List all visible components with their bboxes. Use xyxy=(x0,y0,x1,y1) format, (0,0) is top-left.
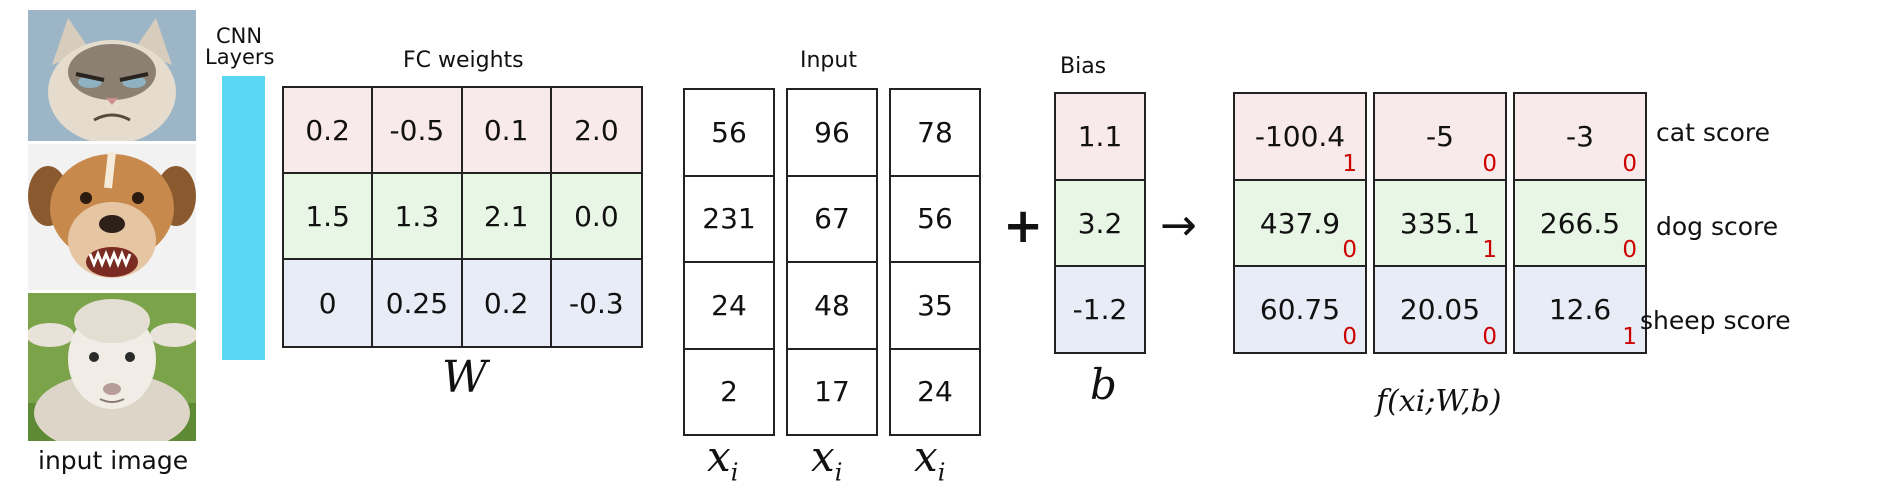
weight-cell: 0.0 xyxy=(551,174,641,260)
score-flag: 0 xyxy=(1482,324,1497,351)
x-subscript: i xyxy=(730,458,739,487)
input-cell: 96 xyxy=(788,90,876,177)
bias-cell: 1.1 xyxy=(1056,94,1144,181)
weight-cell: 2.0 xyxy=(551,88,641,174)
weight-cell: 2.1 xyxy=(462,174,552,260)
bias-title: Bias xyxy=(1060,54,1107,79)
score-flag: 1 xyxy=(1482,237,1497,264)
score-cell: -3 0 xyxy=(1515,94,1645,181)
score-value: 20.05 xyxy=(1399,293,1481,327)
score-flag: 0 xyxy=(1622,237,1637,264)
score-value: 437.9 xyxy=(1259,206,1341,240)
score-flag: 0 xyxy=(1342,324,1357,351)
fc-weights-title: FC weights xyxy=(403,48,524,73)
weight-cell: 0.2 xyxy=(462,260,552,346)
weight-cell: 0 xyxy=(284,260,374,346)
input-column-1: 56 231 24 2 xyxy=(683,88,775,436)
input-cell: 48 xyxy=(788,263,876,350)
x-subscript: i xyxy=(937,458,946,487)
input-cell: 2 xyxy=(720,375,738,409)
weight-cell: 0.1 xyxy=(462,88,552,174)
weight-cell: 1.5 xyxy=(284,174,374,260)
b-symbol: b xyxy=(1090,360,1117,409)
input-cell: 24 xyxy=(917,375,953,409)
sheep-photo xyxy=(28,293,196,441)
bias-cell: -1.2 xyxy=(1056,267,1144,353)
plus-sign: + xyxy=(1003,198,1044,254)
score-flag: 0 xyxy=(1622,150,1637,177)
x-symbol-2: xi xyxy=(811,432,842,486)
score-flag: 0 xyxy=(1342,237,1357,264)
arrow-icon: → xyxy=(1160,200,1197,251)
bias-vector: 1.1 3.2 -1.2 xyxy=(1054,92,1146,354)
weight-cell: 0.2 xyxy=(284,88,374,174)
input-image-caption: input image xyxy=(38,446,189,475)
score-value: -100.4 xyxy=(1254,119,1346,153)
score-flag: 1 xyxy=(1622,324,1637,351)
weight-matrix: 0.2 -0.5 0.1 2.0 1.5 1.3 2.1 0.0 0 0.25 … xyxy=(282,86,643,348)
x-letter: x xyxy=(811,432,835,481)
cat-photo xyxy=(28,10,196,141)
weight-cell: 1.3 xyxy=(373,174,463,260)
score-value: 266.5 xyxy=(1539,206,1621,240)
function-text: f(xi;W,b) xyxy=(1376,384,1502,419)
bias-cell: 3.2 xyxy=(1056,180,1144,268)
score-value: 60.75 xyxy=(1259,293,1341,327)
cnn-label-line2: Layers xyxy=(205,45,275,69)
input-cell: 67 xyxy=(788,177,876,263)
weight-cell: -0.5 xyxy=(373,88,463,174)
x-symbol-3: xi xyxy=(914,432,945,486)
weight-cell: 0.25 xyxy=(373,260,463,346)
score-value: -5 xyxy=(1426,119,1454,153)
cnn-label-line1: CNN xyxy=(216,24,263,48)
input-column-3: 78 56 35 24 xyxy=(889,88,981,436)
input-cell: 17 xyxy=(814,375,850,409)
input-cell: 78 xyxy=(891,90,979,177)
input-cell: 231 xyxy=(685,177,773,263)
input-column-2: 96 67 48 17 xyxy=(786,88,878,436)
input-cell: 35 xyxy=(891,263,979,350)
input-cell: 56 xyxy=(891,177,979,263)
score-value: 335.1 xyxy=(1399,206,1481,240)
cat-score-label: cat score xyxy=(1656,118,1770,147)
score-flag: 0 xyxy=(1482,150,1497,177)
weight-cell: -0.3 xyxy=(551,260,641,346)
x-letter: x xyxy=(707,432,731,481)
score-cell: -5 0 xyxy=(1375,94,1505,181)
score-value: 12.6 xyxy=(1548,293,1612,327)
x-letter: x xyxy=(914,432,938,481)
input-title: Input xyxy=(800,48,857,73)
score-flag: 1 xyxy=(1342,150,1357,177)
function-label: f(xi;W,b) xyxy=(1376,384,1501,419)
dog-photo xyxy=(28,144,196,290)
score-value: -3 xyxy=(1566,119,1594,153)
input-cell: 56 xyxy=(685,90,773,177)
dog-score-label: dog score xyxy=(1656,212,1779,241)
x-symbol-1: xi xyxy=(707,432,738,486)
sheep-score-label: sheep score xyxy=(1640,306,1791,335)
w-symbol: W xyxy=(442,352,488,403)
cnn-layers-bar xyxy=(222,76,265,360)
x-subscript: i xyxy=(834,458,843,487)
input-cell: 24 xyxy=(685,263,773,350)
